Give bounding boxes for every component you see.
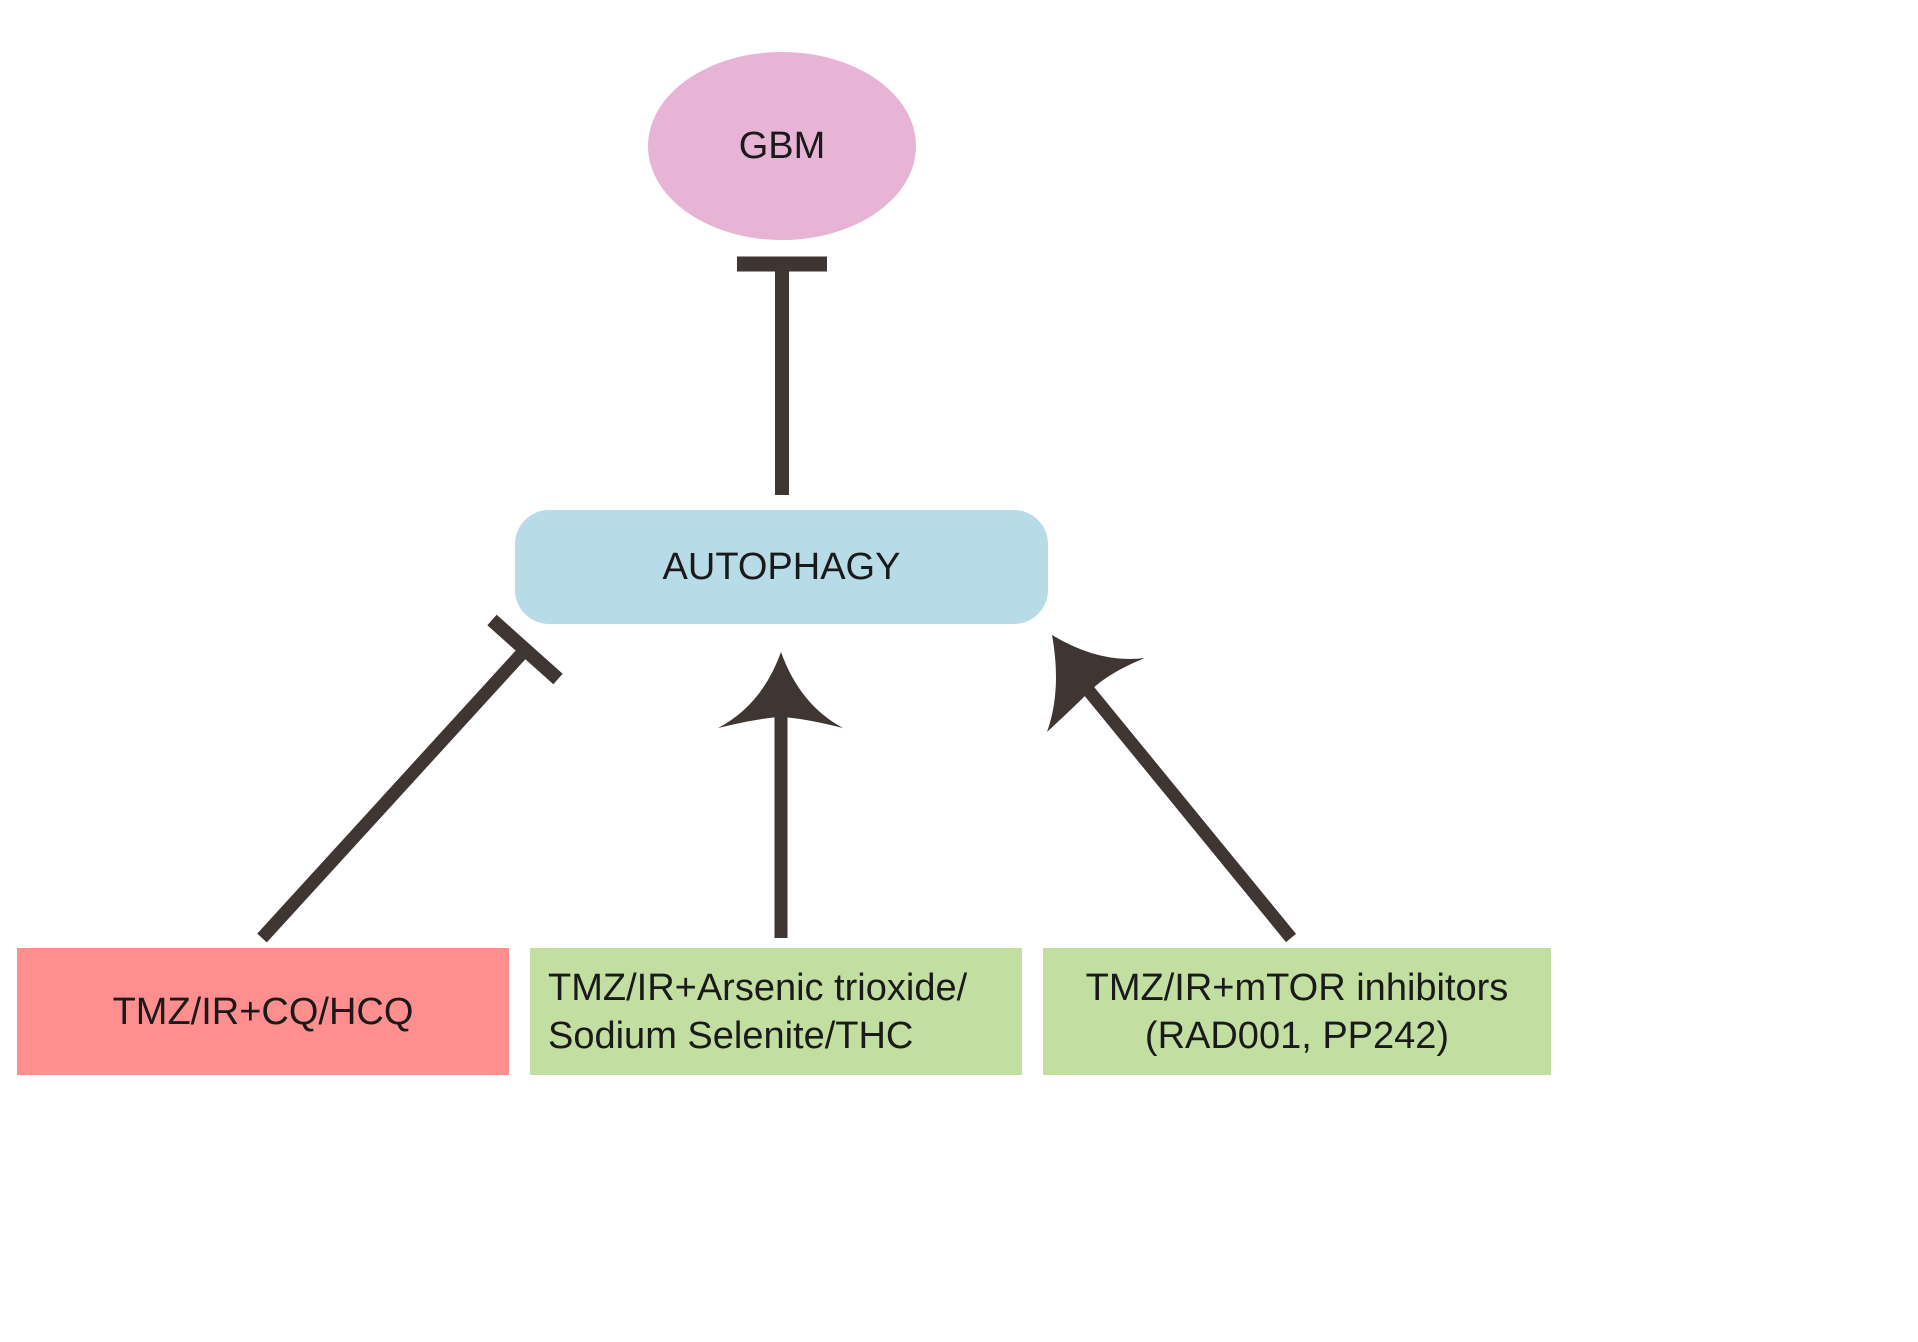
treatment-label-line2: Sodium Selenite/THC [548,1014,914,1057]
treatment-box-cq-hcq: TMZ/IR+CQ/HCQ [17,948,509,1075]
edge-treatment1-inhibits-autophagy [257,614,563,943]
treatment-label: TMZ/IR+CQ/HCQ [112,990,414,1033]
gbm-label: GBM [738,125,826,167]
treatment-box-arsenic: TMZ/IR+Arsenic trioxide/ Sodium Selenite… [530,948,1022,1075]
autophagy-node: AUTOPHAGY [515,510,1048,624]
autophagy-label: AUTOPHAGY [662,546,901,588]
treatment-label-line1: TMZ/IR+Arsenic trioxide/ [548,966,968,1009]
edge-autophagy-inhibits-gbm [737,256,827,495]
treatment-label-line2: (RAD001, PP242) [1144,1014,1450,1057]
arrowhead [1047,635,1145,732]
treatment-label-line1: TMZ/IR+mTOR inhibitors [1085,966,1509,1009]
activate-line [1074,675,1297,943]
edge-treatment2-activates-autophagy [718,652,843,938]
inhibit-line [257,645,530,943]
arrowhead [718,652,843,728]
gbm-node: GBM [648,52,916,240]
diagram-canvas [257,256,1297,943]
inhibit-bar [487,614,563,685]
edge-treatment3-activates-autophagy [1047,635,1297,943]
treatment-box-mtor: TMZ/IR+mTOR inhibitors (RAD001, PP242) [1043,948,1551,1075]
